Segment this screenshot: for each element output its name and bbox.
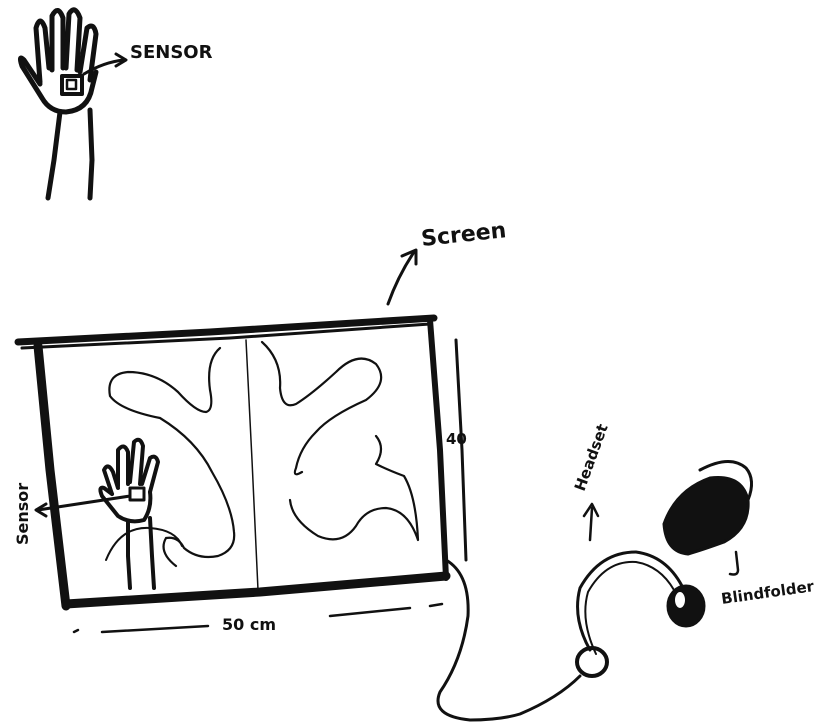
headset-cable (438, 560, 580, 720)
screen-callout: Screen (388, 218, 507, 304)
screen-center-line (246, 340, 258, 590)
blindfolder-pointer (730, 552, 738, 575)
headset-band-outer (578, 552, 682, 650)
blindfolder-label: Blindfolder (720, 577, 815, 608)
screen-arrow (388, 252, 414, 304)
height-label: 40 (446, 430, 467, 448)
width-label: 50 cm (222, 615, 276, 634)
screen-shape-right (262, 342, 418, 540)
screen-right-edge (430, 320, 446, 578)
hand-finger (36, 21, 49, 82)
hand-finger (52, 10, 63, 70)
hand-palm (20, 58, 96, 112)
hand-finger (66, 10, 80, 70)
height-line (456, 340, 466, 560)
headset-earcup-highlight (674, 591, 686, 609)
screen: Sensor (13, 318, 446, 606)
sensor-box (62, 76, 82, 94)
sensor-side-label: Sensor (13, 483, 32, 545)
screen-label: Screen (420, 218, 507, 252)
headset-earcup-left (577, 648, 607, 676)
width-dimension: 50 cm (74, 604, 442, 634)
headset: Headset (438, 422, 704, 720)
hand-sensor-illustration: SENSOR (20, 10, 212, 198)
sensor-top-label: SENSOR (130, 42, 213, 63)
height-dimension: 40 (446, 340, 467, 560)
headset-label: Headset (571, 422, 612, 494)
headset-earcup-right (668, 586, 704, 626)
screen-hand-sensor (130, 488, 144, 500)
screen-bottom-edge (66, 576, 446, 604)
screen-left-edge (38, 346, 66, 606)
sensor-inner (67, 80, 76, 89)
width-line-left (74, 626, 208, 632)
screen-hand-finger (118, 446, 128, 486)
blindfolder-mask (664, 477, 748, 554)
screen-hand-finger (130, 440, 143, 484)
screen-hand (100, 440, 182, 588)
headset-arrow (590, 508, 592, 540)
arm-right (90, 110, 92, 198)
headset-band-inner (585, 562, 674, 654)
arm-left (48, 112, 60, 198)
screen-hand-contour (106, 528, 182, 560)
width-line-right (330, 604, 442, 616)
